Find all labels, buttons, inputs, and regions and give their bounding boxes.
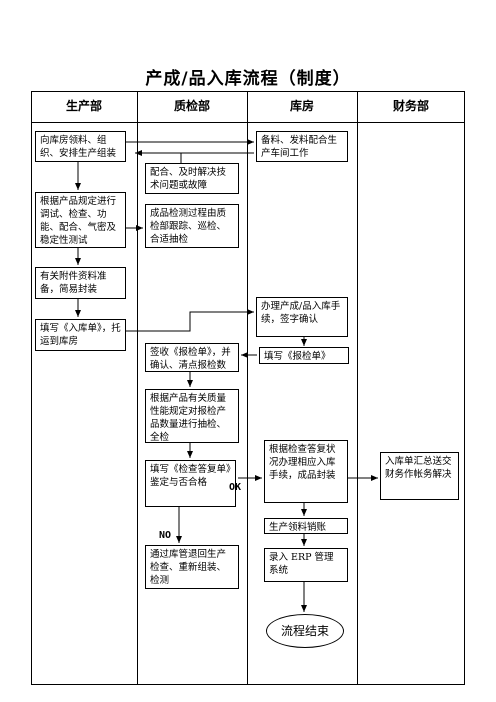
step-erp-entry: 录入 ERP 管理系统 [264,548,348,582]
column-divider [137,91,138,685]
column-divider [357,91,358,685]
column-header-warehouse: 库房 [289,99,314,113]
step-process-inspection: 成品检测过程由质检部跟踪、巡检、合适抽检 [145,204,239,248]
step-stock-in-procedure: 办理产成/品入库手续，签字确认 [256,297,348,337]
step-tech-support: 配合、及时解决技术问题或故障 [145,163,239,194]
flowchart-frame [31,91,465,685]
step-return-rework: 通过库管退回生产检查、重新组装、检测 [145,545,239,589]
step-finance-summary: 入库单汇总送交财务作帐务解决 [380,452,459,500]
column-header-finance: 财务部 [392,99,429,113]
header-divider [31,122,465,123]
step-stock-in-sealing: 根据检查答复状况办理相应入库手续，成品封装 [264,440,348,503]
step-docs-packing: 有关附件资料准备，简易封装 [35,267,126,299]
step-material-prep: 备料、发料配合生产车间工作 [256,131,348,162]
column-header-qc: 质检部 [173,99,210,113]
step-product-test: 根据产品规定进行调试、检查、功能、配合、气密及稳定性测试 [35,192,126,248]
end-terminator: 流程结束 [266,614,344,648]
column-header-production: 生产部 [65,99,102,113]
column-divider [247,91,248,685]
step-sampling: 根据产品有关质量性能规定对报检产品数量进行抽检、全检 [145,389,239,443]
arrow-to-stock-in [126,309,254,332]
step-inspection-reply: 填写《检查答复单》鉴定与否合格 [145,460,236,507]
step-writeoff: 生产领料销账 [264,518,348,534]
step-fill-report: 填写《报检单》 [259,347,349,364]
page-title: 产成/品入库流程（制度） [145,69,351,89]
label-no: NO [159,530,172,541]
step-requisition: 向库房领料、组织、安排生产组装 [35,131,126,162]
step-fill-stock-form: 填写《入库单》，托运到库房 [35,319,126,351]
label-ok: OK [229,482,242,493]
step-sign-report: 签收《报检单》，并确认、清点报检数量 [145,343,239,372]
